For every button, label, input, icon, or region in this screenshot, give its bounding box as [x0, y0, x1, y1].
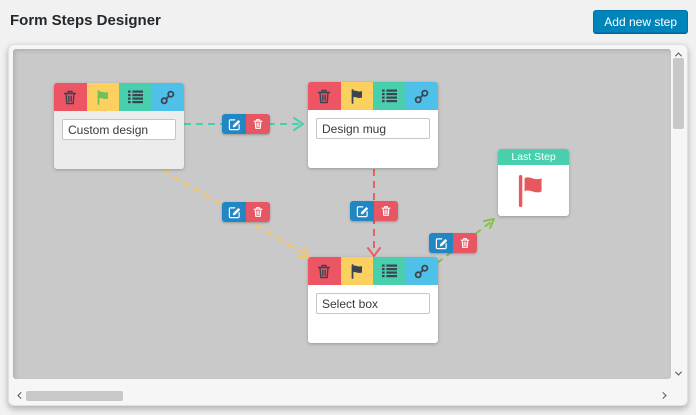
- horizontal-scrollbar[interactable]: [13, 389, 671, 403]
- trash-icon: [253, 119, 263, 129]
- designer-canvas[interactable]: Last Step: [13, 49, 671, 379]
- vertical-scrollbar[interactable]: [671, 49, 686, 379]
- step-card-body: [308, 110, 438, 168]
- step-name-input[interactable]: [316, 293, 430, 314]
- page-title: Form Steps Designer: [10, 12, 161, 29]
- delete-step-button[interactable]: [308, 82, 341, 110]
- topbar: Form Steps Designer Add new step: [0, 0, 696, 44]
- step-toolbar: [54, 83, 184, 111]
- horizontal-scrollbar-thumb[interactable]: [26, 391, 123, 401]
- edit-connection-button[interactable]: [429, 233, 453, 253]
- step-card-custom-design[interactable]: [54, 83, 184, 169]
- flag-icon: [351, 263, 362, 279]
- arrowhead-custom-to-select: [298, 247, 310, 258]
- step-toolbar: [308, 82, 438, 110]
- fields-list-button[interactable]: [373, 82, 406, 110]
- delete-connection-button[interactable]: [246, 202, 270, 222]
- edit-icon: [228, 118, 240, 130]
- connection-controls-custom-to-mug: [222, 114, 270, 134]
- scroll-down-button[interactable]: [674, 368, 683, 378]
- edit-connection-button[interactable]: [222, 202, 246, 222]
- chevron-left-icon: [17, 391, 25, 400]
- arrowhead-select-to-last: [483, 218, 495, 229]
- designer-panel: Last Step: [8, 44, 688, 406]
- scroll-left-button[interactable]: [15, 391, 25, 400]
- flag-icon: [351, 88, 362, 104]
- link-icon: [414, 264, 429, 278]
- step-toolbar: [308, 257, 438, 285]
- step-name-input[interactable]: [62, 119, 176, 140]
- delete-step-button[interactable]: [54, 83, 87, 111]
- delete-step-button[interactable]: [308, 257, 341, 285]
- connection-controls-mug-to-select: [350, 201, 398, 221]
- flag-icon: [97, 89, 108, 105]
- step-card-select-box[interactable]: [308, 257, 438, 343]
- vertical-scrollbar-thumb[interactable]: [673, 58, 684, 129]
- delete-connection-button[interactable]: [453, 233, 477, 253]
- trash-icon: [460, 238, 470, 248]
- edit-icon: [356, 205, 368, 217]
- delete-connection-button[interactable]: [374, 201, 398, 221]
- last-step-card[interactable]: Last Step: [498, 149, 569, 216]
- chevron-right-icon: [659, 391, 667, 400]
- trash-icon: [253, 207, 263, 217]
- step-name-input[interactable]: [316, 118, 430, 139]
- edit-icon: [228, 206, 240, 218]
- link-step-button[interactable]: [405, 82, 438, 110]
- chevron-down-icon: [674, 368, 683, 376]
- trash-icon: [318, 264, 331, 278]
- arrowhead-mug-to-select: [367, 247, 381, 257]
- trash-icon: [64, 90, 77, 104]
- add-new-step-button[interactable]: Add new step: [593, 10, 688, 33]
- edit-connection-button[interactable]: [350, 201, 374, 221]
- link-step-button[interactable]: [151, 83, 184, 111]
- link-icon: [414, 89, 429, 103]
- trash-icon: [318, 89, 331, 103]
- connection-controls-select-to-last: [429, 233, 477, 253]
- trash-icon: [381, 206, 391, 216]
- arrowhead-custom-to-mug: [293, 117, 304, 131]
- step-card-body: [308, 285, 438, 343]
- first-step-flag-button[interactable]: [340, 257, 373, 285]
- connection-controls-custom-to-select: [222, 202, 270, 222]
- delete-connection-button[interactable]: [246, 114, 270, 134]
- link-icon: [160, 90, 175, 104]
- fields-list-button[interactable]: [119, 83, 152, 111]
- first-step-flag-button[interactable]: [86, 83, 119, 111]
- step-card-body: [54, 111, 184, 169]
- last-step-body: [498, 165, 569, 216]
- edit-icon: [435, 237, 447, 249]
- flag-icon: [518, 174, 542, 207]
- step-card-design-mug[interactable]: [308, 82, 438, 168]
- list-icon: [127, 90, 143, 104]
- scroll-right-button[interactable]: [659, 391, 669, 400]
- fields-list-button[interactable]: [373, 257, 406, 285]
- link-step-button[interactable]: [405, 257, 438, 285]
- edit-connection-button[interactable]: [222, 114, 246, 134]
- list-icon: [381, 264, 397, 278]
- first-step-flag-button[interactable]: [340, 82, 373, 110]
- list-icon: [381, 89, 397, 103]
- last-step-header: Last Step: [498, 149, 569, 165]
